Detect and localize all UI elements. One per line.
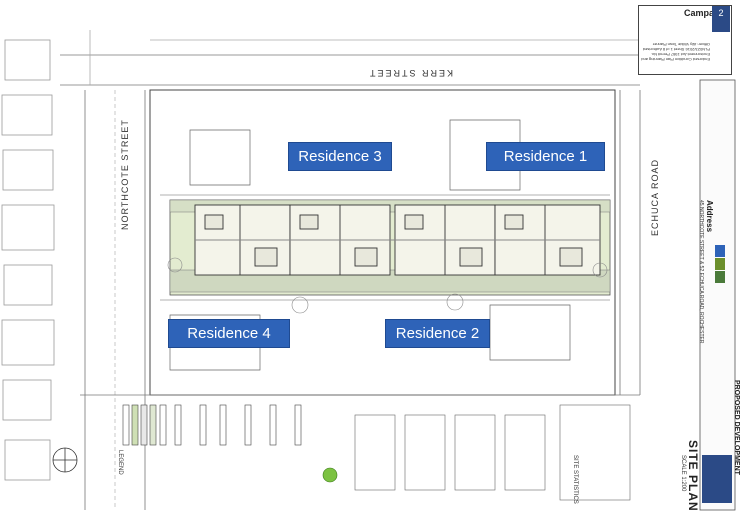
title-strip bbox=[699, 79, 736, 511]
council-name: Campaspe bbox=[684, 8, 730, 18]
north-arrow-icon bbox=[52, 447, 78, 473]
color-swatch-blue bbox=[715, 245, 725, 257]
street-name-northcote: NORTHCOTE STREET bbox=[120, 119, 130, 230]
residence-4-label: Residence 4 bbox=[168, 319, 290, 348]
trees bbox=[167, 257, 608, 314]
site-plan-title: SITE PLAN bbox=[686, 440, 700, 512]
kerr-street-lines bbox=[60, 30, 640, 86]
sheet-number: 2 bbox=[712, 6, 730, 32]
residence-3-label: Residence 3 bbox=[288, 142, 392, 171]
color-swatch-darkgreen bbox=[715, 271, 725, 283]
color-swatch-green bbox=[715, 258, 725, 270]
northcote-street-lines bbox=[84, 90, 146, 510]
legend-swatches bbox=[122, 404, 338, 483]
existing-neighbour-buildings bbox=[160, 119, 610, 371]
legend-title: LEGEND bbox=[117, 450, 123, 475]
neighbour-houses-left bbox=[1, 39, 55, 481]
footer-title-fill bbox=[702, 455, 732, 503]
approval-stamp-text: Endorsed Condition Plan Planning and Env… bbox=[641, 42, 710, 62]
street-name-kerr: KERR STREET bbox=[368, 68, 454, 78]
site-statistics-title: SITE STATISTICS bbox=[572, 455, 578, 504]
address-value: 45 NORTHCOTE STREET & 52 ECHUCA ROAD, RO… bbox=[698, 200, 704, 344]
residence-floorplans bbox=[194, 204, 601, 276]
scale-label: SCALE 1:200 bbox=[680, 455, 686, 492]
residence-2-label: Residence 2 bbox=[385, 319, 490, 348]
residence-stat-tables bbox=[354, 404, 631, 501]
echuca-road-lines bbox=[619, 90, 641, 395]
residence-1-label: Residence 1 bbox=[486, 142, 605, 171]
street-name-echuca: ECHUCA ROAD bbox=[650, 158, 660, 236]
proposed-development-title: PROPOSED DEVELOPMENT bbox=[733, 380, 740, 475]
address-label: Address bbox=[705, 200, 714, 233]
